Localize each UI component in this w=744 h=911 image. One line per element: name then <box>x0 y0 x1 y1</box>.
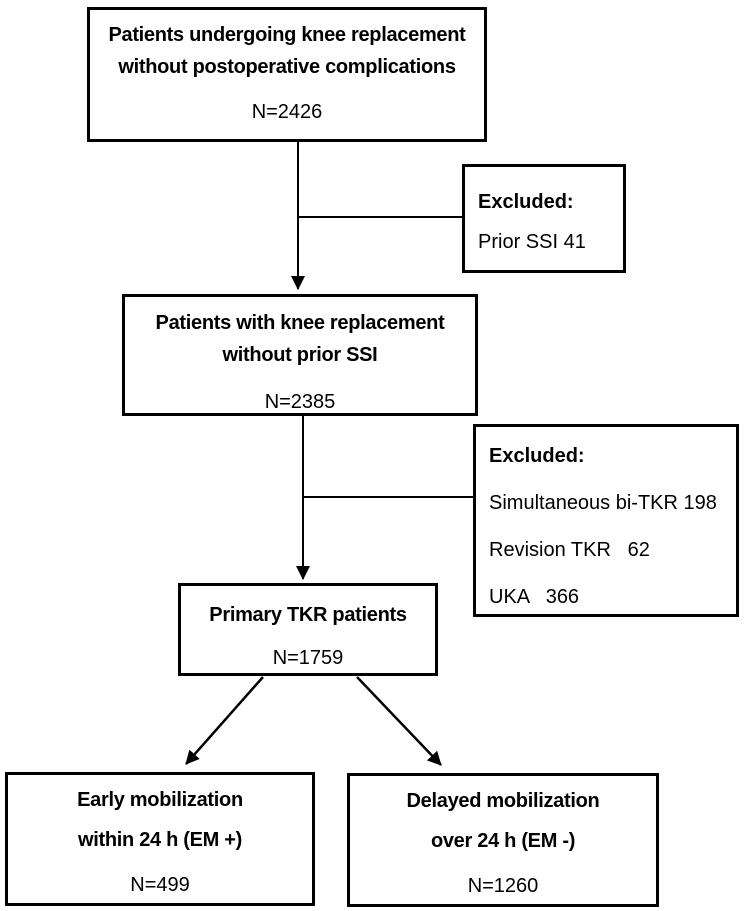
excluded-item: UKA 366 <box>489 586 580 608</box>
excluded-item: Simultaneous bi-TKR 198 <box>489 492 717 514</box>
arrow-primary-tkr-to-early-mob <box>185 676 264 765</box>
flow-box-no-prior-ssi: Patients with knee replacement without p… <box>122 294 478 416</box>
excluded-heading: Excluded: <box>478 191 574 213</box>
arrow-primary-tkr-to-delayed-mob <box>356 676 442 766</box>
box-title-line: within 24 h (EM +) <box>77 829 243 851</box>
box-title-line: without prior SSI <box>222 344 378 366</box>
box-title-line: Delayed mobilization <box>406 790 600 812</box>
flow-box-primary-tkr: Primary TKR patients N=1759 <box>178 583 438 676</box>
box-n-value: N=1759 <box>272 647 344 669</box>
box-title-line: Patients with knee replacement <box>155 312 445 334</box>
flow-box-delayed-mobilization: Delayed mobilization over 24 h (EM -) N=… <box>347 773 659 907</box>
flow-box-enrolled-patients: Patients undergoing knee replacement wit… <box>87 7 487 142</box>
box-title-line: without postoperative complications <box>118 56 456 78</box>
box-title-line: Early mobilization <box>77 789 243 811</box>
box-title-line: Primary TKR patients <box>209 604 407 626</box>
box-n-value: N=1260 <box>467 875 539 897</box>
flow-box-excluded-prior-ssi: Excluded: Prior SSI 41 <box>462 164 626 273</box>
excluded-heading: Excluded: <box>489 445 585 467</box>
box-n-value: N=2385 <box>264 391 336 413</box>
box-title-line: Patients undergoing knee replacement <box>108 24 466 46</box>
flow-box-excluded-other-procedures: Excluded: Simultaneous bi-TKR 198 Revisi… <box>473 424 739 617</box>
box-n-value: N=2426 <box>251 101 323 123</box>
flow-box-early-mobilization: Early mobilization within 24 h (EM +) N=… <box>5 772 315 906</box>
excluded-item: Revision TKR 62 <box>489 539 650 561</box>
box-n-value: N=499 <box>130 874 190 896</box>
excluded-item: Prior SSI 41 <box>478 231 586 253</box>
box-title-line: over 24 h (EM -) <box>430 830 576 852</box>
